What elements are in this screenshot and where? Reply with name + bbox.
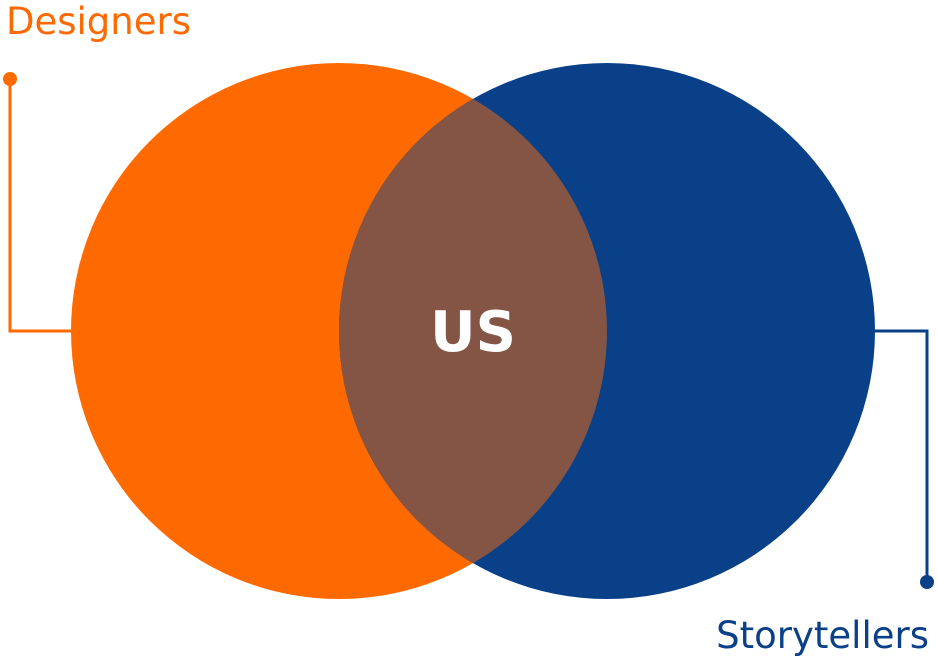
intersection-lens bbox=[339, 63, 607, 599]
designers-connector-line bbox=[8, 79, 72, 333]
designers-connector bbox=[3, 72, 72, 333]
storytellers-connector-dot bbox=[920, 575, 934, 589]
storytellers-connector bbox=[872, 329, 934, 589]
intersection-label: US bbox=[430, 300, 516, 365]
designers-label: Designers bbox=[6, 0, 191, 43]
storytellers-connector-line bbox=[872, 329, 929, 582]
designers-connector-dot bbox=[3, 72, 17, 86]
storytellers-label: Storytellers bbox=[716, 614, 929, 657]
